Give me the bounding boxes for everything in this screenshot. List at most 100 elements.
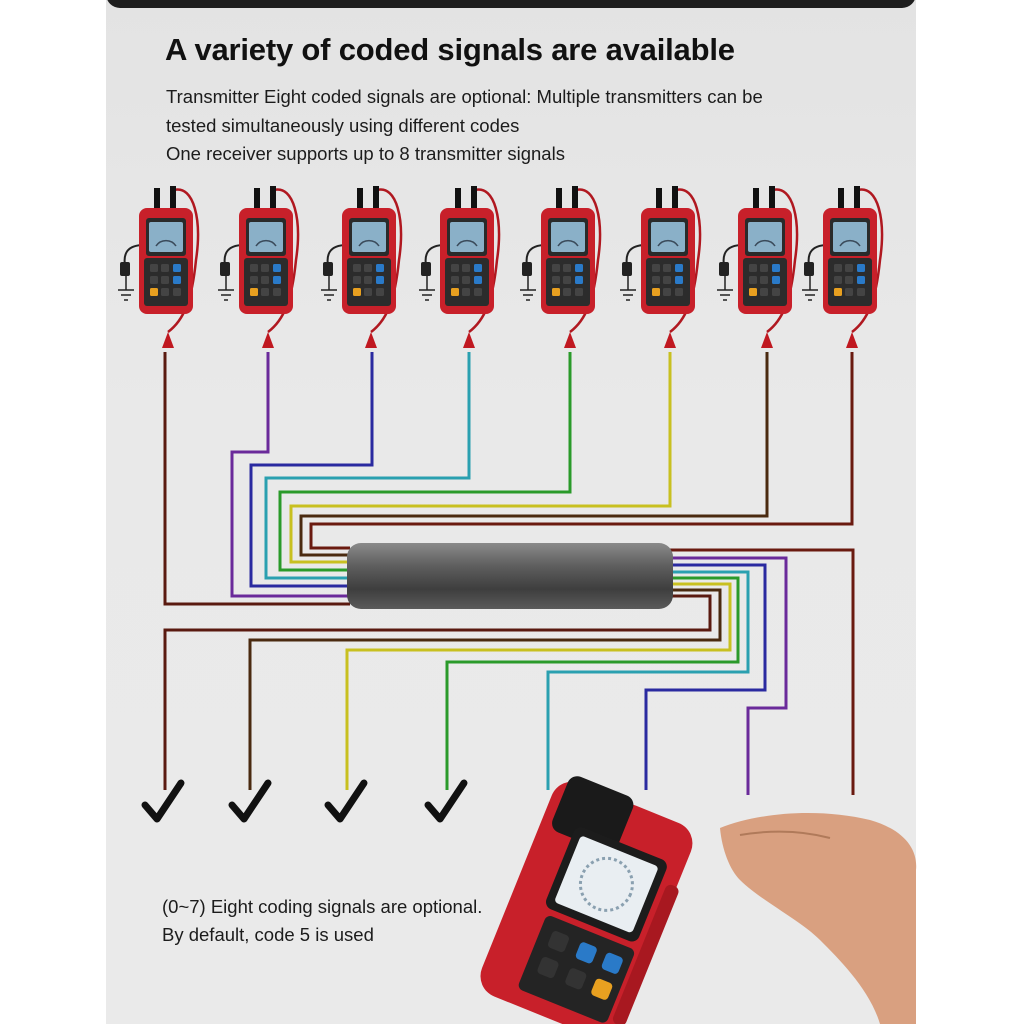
key xyxy=(364,264,372,272)
output-wire xyxy=(345,582,732,790)
receiver-device xyxy=(480,776,693,1024)
ground-icon xyxy=(620,276,636,301)
probe-clip xyxy=(846,332,858,348)
key xyxy=(675,276,683,284)
key xyxy=(250,276,258,284)
ground-icon xyxy=(118,276,134,301)
output-wire xyxy=(670,556,788,795)
connector xyxy=(753,188,759,208)
connector xyxy=(854,186,860,208)
key xyxy=(760,264,768,272)
red-lead xyxy=(370,188,403,333)
key xyxy=(364,276,372,284)
connector xyxy=(254,188,260,208)
receiver-key xyxy=(575,942,597,964)
ground-clip xyxy=(719,262,729,276)
ground-clip xyxy=(323,262,333,276)
screen xyxy=(651,222,685,252)
key xyxy=(250,288,258,296)
key xyxy=(675,264,683,272)
key xyxy=(834,264,842,272)
screen-gauge xyxy=(557,239,579,247)
screen-gauge xyxy=(155,239,177,247)
screen-gauge xyxy=(358,239,380,247)
output-wire xyxy=(248,588,722,790)
key xyxy=(273,288,281,296)
input-wire xyxy=(299,352,769,557)
cable-bundle xyxy=(347,543,673,609)
ground-icon xyxy=(520,276,536,301)
key xyxy=(273,276,281,284)
key xyxy=(173,264,181,272)
input-wire xyxy=(264,352,471,580)
key xyxy=(772,288,780,296)
transmitter xyxy=(118,186,200,348)
receiver-key xyxy=(565,968,587,990)
red-lead xyxy=(766,188,799,333)
red-lead xyxy=(468,188,501,333)
screen xyxy=(450,222,484,252)
connector xyxy=(170,186,176,208)
transmitter xyxy=(620,186,702,348)
key xyxy=(462,288,470,296)
ground-icon xyxy=(717,276,733,301)
top-bar xyxy=(106,0,916,8)
key xyxy=(376,276,384,284)
key xyxy=(749,288,757,296)
key xyxy=(451,264,459,272)
connector xyxy=(270,186,276,208)
key xyxy=(474,264,482,272)
connector xyxy=(154,188,160,208)
output-wire xyxy=(670,548,855,795)
check-icon xyxy=(324,779,368,823)
screen-gauge xyxy=(754,239,776,247)
key xyxy=(845,288,853,296)
transmitter xyxy=(802,186,884,348)
key xyxy=(376,288,384,296)
screen xyxy=(352,222,386,252)
connector xyxy=(455,188,461,208)
transmitter xyxy=(520,186,602,348)
ground-clip xyxy=(120,262,130,276)
input-wire xyxy=(289,352,672,564)
key xyxy=(749,276,757,284)
key xyxy=(857,288,865,296)
transmitter xyxy=(218,186,300,348)
key xyxy=(462,264,470,272)
key xyxy=(451,288,459,296)
key xyxy=(364,288,372,296)
check-icon xyxy=(141,779,185,823)
key xyxy=(749,264,757,272)
description-line-2: tested simultaneously using different co… xyxy=(166,115,520,136)
ground-icon xyxy=(802,276,818,301)
screen xyxy=(748,222,782,252)
probe-clip xyxy=(761,332,773,348)
description-line-1: Transmitter Eight coded signals are opti… xyxy=(166,86,763,107)
key xyxy=(857,276,865,284)
key xyxy=(760,276,768,284)
key xyxy=(575,276,583,284)
screen-gauge xyxy=(657,239,679,247)
input-wire xyxy=(278,352,572,572)
receiver-head xyxy=(552,776,634,853)
red-lead xyxy=(569,188,602,333)
red-lead xyxy=(267,188,300,333)
receiver-key xyxy=(601,952,623,974)
connector xyxy=(672,186,678,208)
key xyxy=(173,276,181,284)
key xyxy=(663,288,671,296)
key xyxy=(760,288,768,296)
ground-clip xyxy=(522,262,532,276)
key xyxy=(652,288,660,296)
key xyxy=(261,264,269,272)
ground-icon xyxy=(321,276,337,301)
output-wire xyxy=(644,563,767,790)
key xyxy=(772,264,780,272)
key xyxy=(353,264,361,272)
output-wire xyxy=(163,594,712,790)
key xyxy=(474,288,482,296)
red-lead xyxy=(669,188,702,333)
key xyxy=(474,276,482,284)
connector xyxy=(373,186,379,208)
screen xyxy=(833,222,867,252)
